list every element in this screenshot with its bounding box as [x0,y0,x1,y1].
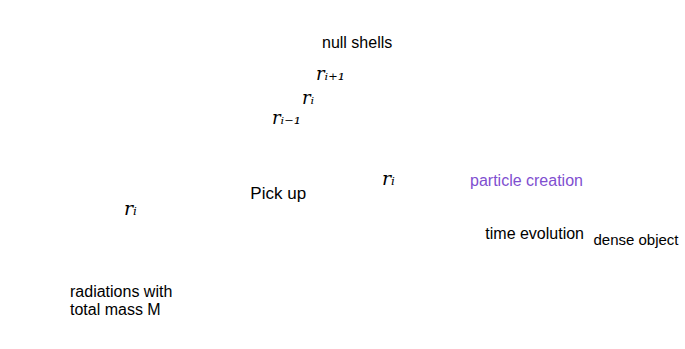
emission-arrows [335,150,465,280]
radius-label-holder: rᵢ [382,168,395,190]
magnifier [0,0,326,346]
shell-radius: rᵢ [302,88,314,109]
radius-label-holder: rᵢ [124,198,137,220]
sphere-outline [96,143,220,267]
shell-caption-holder: null shells [322,34,392,52]
radiation-region: radiations with total mass M rᵢ [2,87,308,349]
shell-radius-holder: rᵢ₋₁ [272,108,301,129]
shell-radius: rᵢ₋₁ [272,108,301,129]
shell-radius: rᵢ₊₁ [316,64,345,85]
evolution-arrow [467,193,602,219]
radius-arrows [118,165,400,215]
object-label: dense object [592,231,680,248]
dense-shape [606,183,666,229]
region-label: radiations with total mass M [70,283,198,320]
block-arrow [467,193,602,219]
radius-label: rᵢ [382,168,395,190]
sphere-outline [338,153,462,277]
inflow-arrows [20,103,445,296]
edge-label: time evolution [485,225,584,243]
picked-sphere: rᵢ [338,153,462,277]
curved-line [218,209,339,223]
edge-label-holder: Pick up [250,184,306,204]
pickup-arrow [218,209,339,224]
inner-sphere: rᵢ [96,143,220,267]
shell-radius-holder: rᵢ [302,88,314,109]
shell-radius-holder: rᵢ₊₁ [316,64,345,85]
edge-label: Pick up [250,184,306,204]
region-label-holder: radiations with total mass M [70,283,198,320]
edge-label-holder: time evolution [485,225,584,243]
radius-label: rᵢ [124,198,137,220]
process-label: particle creation [470,172,583,190]
object-label-holder: dense object [592,231,680,248]
arrow-head [326,214,338,224]
dense-object: dense object [592,183,680,253]
shell-caption: null shells [322,34,392,52]
process-label-holder: particle creation [470,172,583,190]
